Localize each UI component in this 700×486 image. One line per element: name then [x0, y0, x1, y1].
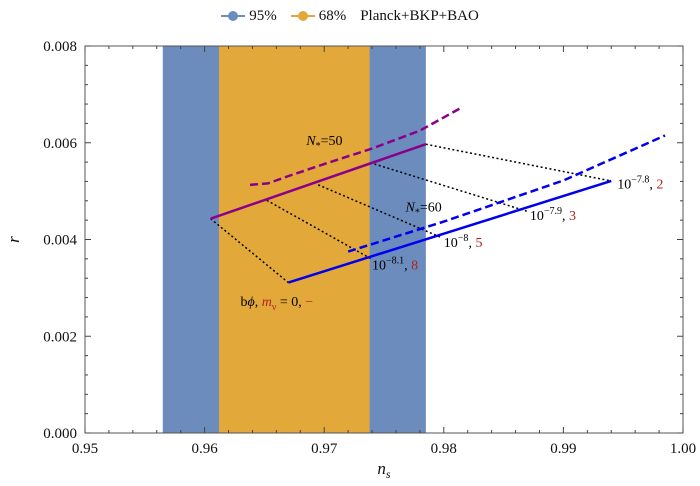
annotation-2: 10−7.8, 2	[617, 175, 663, 193]
connector-line-0	[210, 218, 289, 284]
y-tick-label-0: 0.000	[43, 426, 77, 442]
x-axis-label: ns	[377, 459, 391, 481]
x-tick-label-0: 0.95	[72, 441, 98, 457]
y-tick-label-2: 0.004	[43, 233, 77, 249]
series-line-2	[287, 179, 612, 284]
y-tick-label-3: 0.006	[43, 136, 77, 152]
annotation-6: bϕ, mν = 0, −	[240, 295, 313, 313]
legend-item-68: 68%	[290, 7, 347, 25]
legend-item-dataset: Planck+BKP+BAO	[360, 8, 479, 25]
legend: 95% 68% Planck+BKP+BAO	[0, 4, 700, 28]
x-tick-label-5: 1.00	[670, 441, 696, 457]
legend-item-95: 95%	[221, 8, 277, 25]
series-line-1	[249, 106, 463, 187]
x-tick-label-3: 0.98	[431, 441, 457, 457]
annotation-4: 10−8, 5	[444, 233, 483, 251]
y-axis-label: r	[4, 236, 23, 243]
connector-line-4	[425, 143, 612, 182]
y-tick-label-4: 0.008	[43, 39, 77, 55]
annotation-5: 10−8.1, 8	[372, 255, 418, 273]
annotation-1: N*=60	[405, 200, 442, 218]
series-line-0	[210, 143, 427, 220]
legend-label-95: 95%	[249, 7, 277, 24]
legend-label-dataset: Planck+BKP+BAO	[360, 7, 479, 24]
x-tick-label-2: 0.97	[311, 441, 338, 457]
legend-label-68: 68%	[318, 7, 347, 24]
legend-swatch-68	[290, 10, 315, 22]
annotation-0: N*=50	[305, 134, 342, 152]
legend-swatch-95	[221, 10, 246, 22]
y-tick-label-1: 0.002	[43, 329, 77, 345]
x-tick-label-4: 0.99	[550, 441, 576, 457]
region-band-68	[218, 46, 370, 433]
annotation-3: 10−7.9, 3	[530, 206, 576, 224]
series-line-3	[347, 134, 666, 253]
x-tick-label-1: 0.96	[191, 441, 218, 457]
